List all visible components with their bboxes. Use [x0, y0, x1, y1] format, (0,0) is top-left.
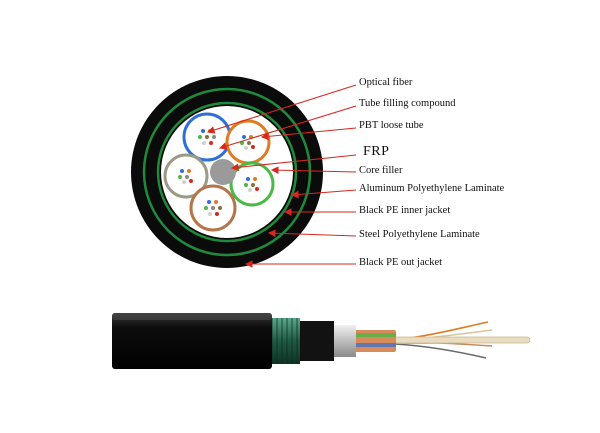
- label-core-filler: Core filler: [359, 165, 403, 176]
- cross-section: [131, 76, 323, 268]
- arrow-frp: [230, 154, 357, 172]
- arrow-tube-filling-compound: [218, 105, 357, 150]
- arrow-aluminum-polyethylene-laminate: [290, 189, 357, 199]
- side-frp-rod: [379, 336, 531, 344]
- frp-strength-member: [210, 159, 236, 185]
- side-inner-jacket: [296, 321, 334, 361]
- callout-arrows: [206, 84, 357, 268]
- optical-fibers: [178, 129, 259, 216]
- label-aluminum-polyethylene-laminate: Aluminum Polyethylene Laminate: [359, 183, 505, 194]
- label-pbt-loose-tube: PBT loose tube: [359, 120, 424, 131]
- arrow-core-filler: [270, 166, 357, 175]
- steel-polyethylene-laminate-ring: [142, 87, 312, 257]
- arrow-optical-fiber: [206, 84, 357, 134]
- side-aluminum-laminate: [330, 325, 356, 357]
- side-outer-jacket: [112, 313, 272, 369]
- label-black-pe-out-jacket: Black PE out jacket: [359, 257, 443, 268]
- label-black-pe-inner-jacket: Black PE inner jacket: [359, 205, 451, 216]
- label-frp: FRP: [363, 144, 390, 159]
- aluminum-polyethylene-laminate-ring: [156, 101, 298, 243]
- arrow-pbt-loose-tube: [260, 127, 357, 141]
- label-tube-filling-compound: Tube filling compound: [359, 98, 456, 109]
- arrow-steel-polyethylene-laminate: [267, 229, 357, 238]
- cable-side-view: [112, 313, 531, 369]
- side-steel-armor: [268, 318, 300, 364]
- label-steel-polyethylene-laminate: Steel Polyethylene Laminate: [359, 229, 480, 240]
- label-optical-fiber: Optical fiber: [359, 77, 413, 88]
